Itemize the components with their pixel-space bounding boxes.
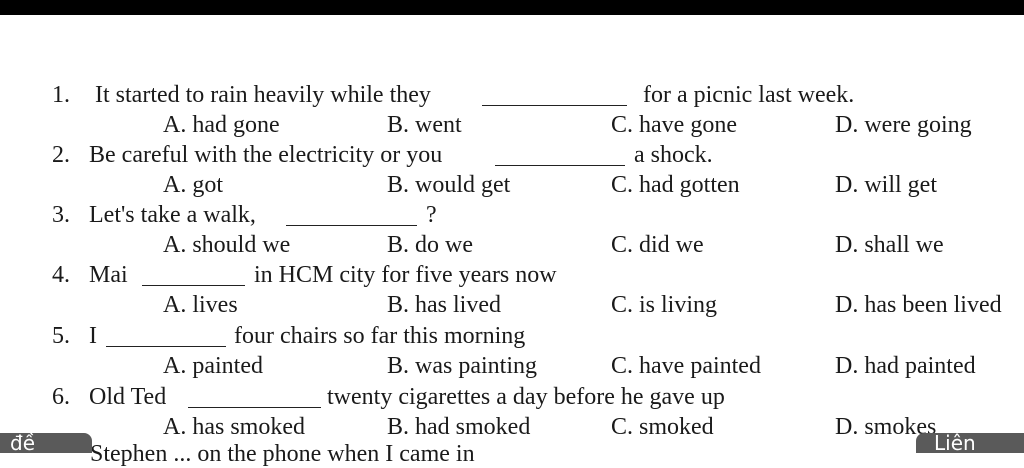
option-d: D. shall we [835,232,944,258]
option-a: A. should we [163,232,291,258]
option-a: A. has smoked [163,414,305,440]
question-text-before: It started to rain heavily while they [95,82,431,108]
option-c: C. did we [611,232,704,258]
question-number: 2. [52,142,70,168]
bottom-left-label: đề [10,433,35,453]
answer-blank [188,407,321,408]
option-c: C. smoked [611,414,714,440]
option-c: C. have gone [611,112,737,138]
question-number: 4. [52,262,70,288]
option-b: B. do we [387,232,473,258]
question-text-after: for a picnic last week. [643,82,855,108]
question-text-before: I [89,323,97,349]
bottom-left-tab[interactable]: đề [0,433,92,453]
option-a: A. lives [163,292,238,318]
question-text-after: ? [426,202,437,228]
option-b: B. went [387,112,462,138]
answer-blank [286,225,417,226]
question-text-after: twenty cigarettes a day before he gave u… [327,384,725,410]
option-c: C. is living [611,292,718,318]
option-d: D. will get [835,172,937,198]
option-a: A. got [163,172,223,198]
option-d: D. were going [835,112,972,138]
option-b: B. had smoked [387,414,531,440]
question-number: 1. [52,82,70,108]
question-text-after: in HCM city for five years now [254,262,557,288]
option-a: A. painted [163,353,263,379]
option-b: B. was painting [387,353,537,379]
top-black-bar [0,0,1024,15]
option-c: C. have painted [611,353,761,379]
option-a: A. had gone [163,112,280,138]
question-text-after: a shock. [634,142,713,168]
option-d: D. has been lived [835,292,1002,318]
question-text-before: Be careful with the electricity or you [89,142,443,168]
answer-blank [106,346,226,347]
question-text-before: Old Ted [89,384,167,410]
option-b: B. has lived [387,292,501,318]
question-text-after: four chairs so far this morning [234,323,526,349]
bottom-right-label: Liên [934,433,976,453]
question-number: 3. [52,202,70,228]
answer-blank [495,165,625,166]
option-d: D. had painted [835,353,976,379]
question-text-before: Let's take a walk, [89,202,256,228]
question-text-before: Mai [89,262,128,288]
option-b: B. would get [387,172,511,198]
question-number: 5. [52,323,70,349]
cropped-next-question: Stephen ... on the phone when I came in [90,441,475,467]
answer-blank [142,285,245,286]
bottom-right-tab[interactable]: Liên [916,433,1024,453]
answer-blank [482,105,627,106]
question-number: 6. [52,384,70,410]
option-c: C. had gotten [611,172,740,198]
